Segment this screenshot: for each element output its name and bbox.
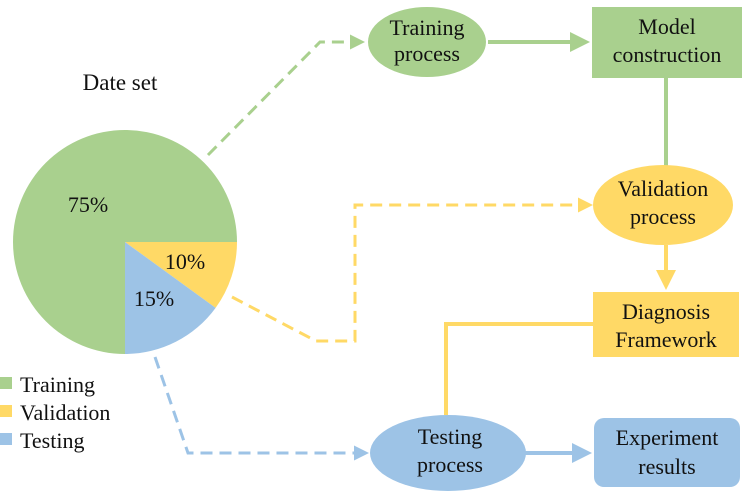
node-training-process: Training process [368,7,486,77]
validation-process-line1: Validation [618,176,708,201]
dataset-pie [13,130,237,354]
node-experiment-results: Experiment results [594,418,740,487]
dashed-arrow-to-validation [231,197,593,343]
legend-label-training: Training [20,372,95,397]
pie-slice-validation [125,242,237,308]
legend-label-testing: Testing [20,428,84,453]
legend-swatch-validation [0,405,12,417]
experiment-results-line2: results [638,454,695,479]
diagnosis-framework-line1: Diagnosis [622,299,710,324]
pie-label-validation: 10% [165,249,205,274]
pie-label-testing: 15% [134,286,174,311]
testing-process-line2: process [417,452,483,477]
dashed-arrow-to-testing [153,356,369,461]
node-testing-process: Testing process [370,415,526,491]
node-model-construction: Model construction [592,7,742,78]
legend: Training Validation Testing [0,372,110,453]
model-construction-line1: Model [638,14,695,39]
node-diagnosis-framework: Diagnosis Framework [593,292,739,357]
model-construction-line2: construction [613,42,722,67]
training-process-line2: process [394,41,460,66]
legend-label-validation: Validation [20,400,110,425]
pie-label-training: 75% [68,192,108,217]
testing-process-line1: Testing [418,424,482,449]
legend-swatch-testing [0,433,12,445]
dashed-arrow-to-training [206,34,365,157]
diagnosis-framework-line2: Framework [615,327,716,352]
training-process-line1: Training [390,15,465,40]
experiment-results-line1: Experiment [616,425,719,450]
node-validation-process: Validation process [593,165,733,245]
pie-slice-testing [125,242,216,354]
validation-process-line2: process [630,204,696,229]
line-diagnosis-to-testing [444,322,593,415]
dataset-title: Date set [83,70,158,95]
legend-swatch-training [0,377,12,389]
